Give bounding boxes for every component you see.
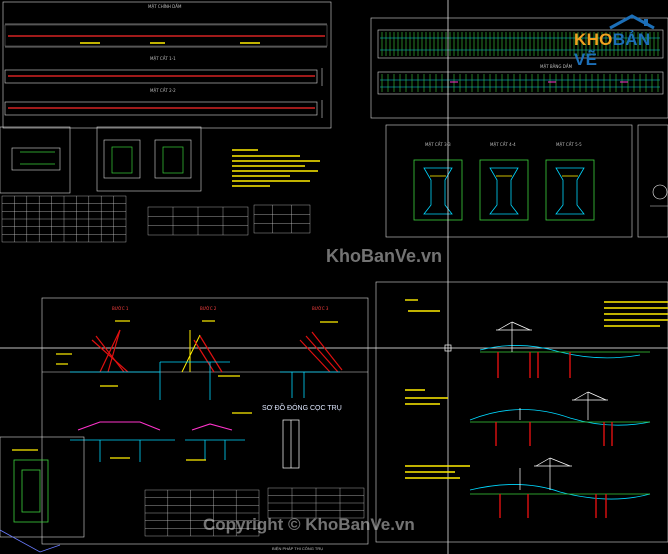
piles-red <box>495 352 613 518</box>
logo-text-part2: BẢN VẼ <box>574 30 651 69</box>
section-girders <box>413 159 595 221</box>
beam-rebar-lines <box>8 35 325 109</box>
label-step-3: BƯỚC 3 <box>312 306 329 311</box>
beam-plan-panel <box>370 17 668 119</box>
launching-steps-panel <box>375 281 668 543</box>
label-pile-driving-diagram: SƠ ĐỒ ĐÓNG CỌC TRỤ <box>262 405 342 412</box>
construction-steps-panel <box>41 297 369 545</box>
notes-yellow-mid <box>232 149 320 187</box>
tower-cranes <box>496 321 608 490</box>
logo-text: KHOBẢN VẼ <box>574 30 662 70</box>
pier-construction <box>77 421 233 431</box>
watermark-bottom: Copyright © KhoBanVe.vn <box>203 515 415 534</box>
label-section-a: MẶT CẮT 3-3 <box>425 142 451 147</box>
label-section-b: MẶT CẮT 4-4 <box>490 142 516 147</box>
label-mat-cat-2-2: MẶT CẮT 2-2 <box>150 88 176 93</box>
label-mat-bang-dam: MẶT BẰNG DẦM <box>540 64 573 69</box>
notes-yellow-right <box>405 299 668 479</box>
detail-section-left <box>0 126 202 194</box>
crane-step-2 <box>181 330 201 373</box>
cross-sections-panel <box>385 124 633 238</box>
watermark-center: KhoBanVe.vn <box>326 246 443 266</box>
label-sheet-title: BIỆN PHÁP THI CÔNG TRỤ <box>272 546 324 551</box>
khobanve-logo[interactable]: KHOBẢN VẼ <box>570 14 662 69</box>
crane-step-1 <box>91 329 129 373</box>
table-border <box>253 204 311 234</box>
label-mat-chinh-dam: MẶT CHÍNH DẦM <box>148 4 182 9</box>
quantity-table-left <box>1 195 127 243</box>
logo-text-part1: KHO <box>574 30 613 49</box>
label-step-1: BƯỚC 1 <box>112 306 129 311</box>
house-roof-icon <box>609 14 655 30</box>
beam-elevation-panel <box>2 1 332 129</box>
label-section-c: MẶT CẮT 5-5 <box>556 142 582 147</box>
pile-cap-detail <box>0 436 85 538</box>
label-mat-cat-1-1: MẶT CẮT 1-1 <box>150 56 176 61</box>
quantity-table-mid <box>147 204 311 236</box>
label-step-2: BƯỚC 2 <box>200 306 217 311</box>
